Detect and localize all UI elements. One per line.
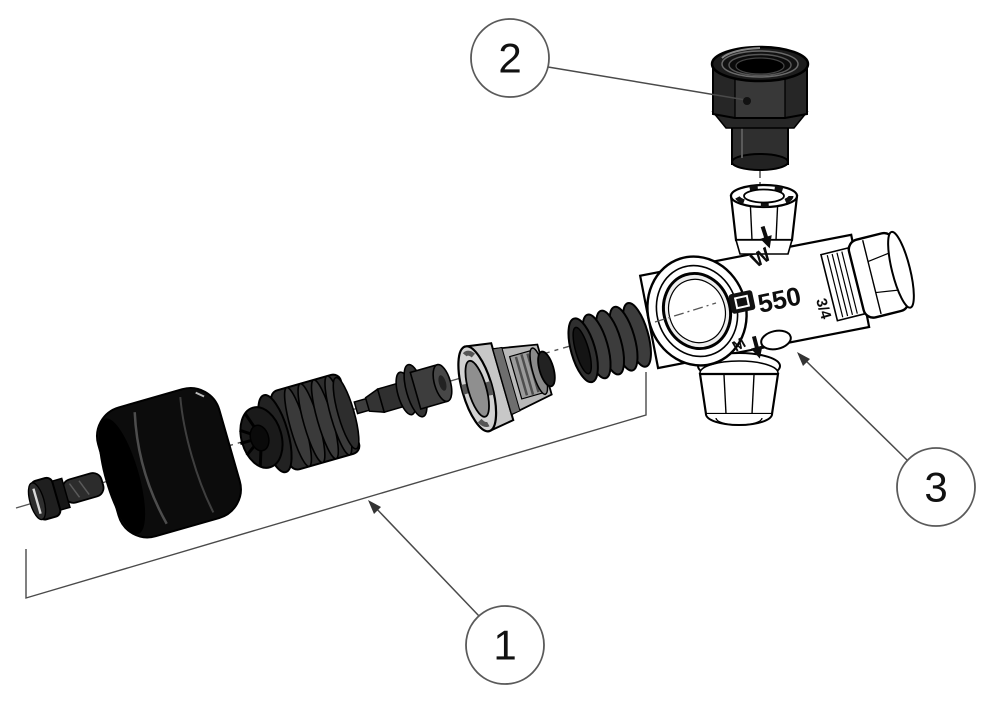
valve-body: 550 3/4 W M <box>638 183 915 426</box>
handle-knob <box>96 387 242 539</box>
callout-2-balloon[interactable]: 2 <box>470 18 550 98</box>
flow-arrow-bottom-icon <box>750 335 763 359</box>
right-port-nut <box>819 230 915 322</box>
check-valve-plug <box>760 329 792 351</box>
size-label-text: 3/4 <box>812 296 834 321</box>
group-1-bracket <box>25 372 647 599</box>
callout-2-endpoint-dot <box>743 97 751 105</box>
cartridge <box>239 373 361 474</box>
inlet-fitting <box>710 45 810 171</box>
callout-3-leader <box>800 355 909 462</box>
screw-slot <box>32 488 42 514</box>
top-port-nut <box>729 183 799 255</box>
callout-3-number: 3 <box>924 464 947 511</box>
manufacturer-logo <box>728 290 756 314</box>
callout-1-number: 1 <box>493 622 516 669</box>
callout-3-balloon[interactable]: 3 <box>896 447 976 527</box>
screw <box>27 472 105 521</box>
spindle <box>353 363 453 418</box>
flow-arrow-top-icon <box>760 225 772 249</box>
callout-2-number: 2 <box>498 35 521 82</box>
callout-3-arrowhead <box>797 352 810 366</box>
spring <box>567 301 652 384</box>
callout-1-balloon[interactable]: 1 <box>465 605 545 685</box>
callout-1-leader <box>372 504 480 617</box>
callout-leaders <box>368 66 909 617</box>
ring-nut-shuttle <box>457 342 556 433</box>
callout-2-leader <box>547 66 747 101</box>
callout-1-arrowhead <box>368 500 381 514</box>
left-port-opening <box>646 255 748 367</box>
